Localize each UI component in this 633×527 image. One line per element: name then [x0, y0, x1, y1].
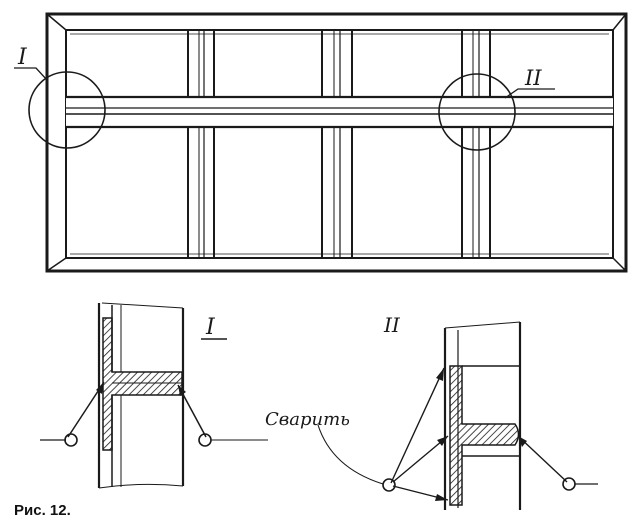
detail-circle-ii	[438, 73, 516, 151]
label-detail-i: I	[17, 45, 28, 70]
frame-corner	[46, 13, 67, 31]
frame-corner	[46, 257, 67, 272]
weld-note-label: Сварить	[265, 409, 350, 430]
label-detail-ii-view: II	[383, 313, 401, 337]
vertical-member-3	[461, 30, 491, 258]
label-detail-ii: II	[524, 66, 542, 90]
figure-caption: Рис. 12.	[14, 502, 71, 519]
frame-top-view	[14, 12, 628, 273]
detail-circle-i	[28, 71, 106, 149]
vertical-member-2	[321, 30, 353, 258]
leader-i	[14, 67, 48, 81]
weld-seam-ii	[449, 365, 520, 506]
frame-outer-edge	[45, 12, 628, 273]
vertical-member-1	[187, 30, 215, 258]
horizontal-beam	[66, 95, 613, 129]
frame-corner	[612, 13, 627, 31]
frame-corner	[612, 257, 627, 272]
leader-ii	[504, 88, 555, 99]
detail-ii-view	[317, 321, 598, 510]
label-detail-i-view: I	[205, 315, 216, 340]
weld-seam-i	[102, 317, 183, 451]
detail-i-view	[40, 302, 268, 489]
